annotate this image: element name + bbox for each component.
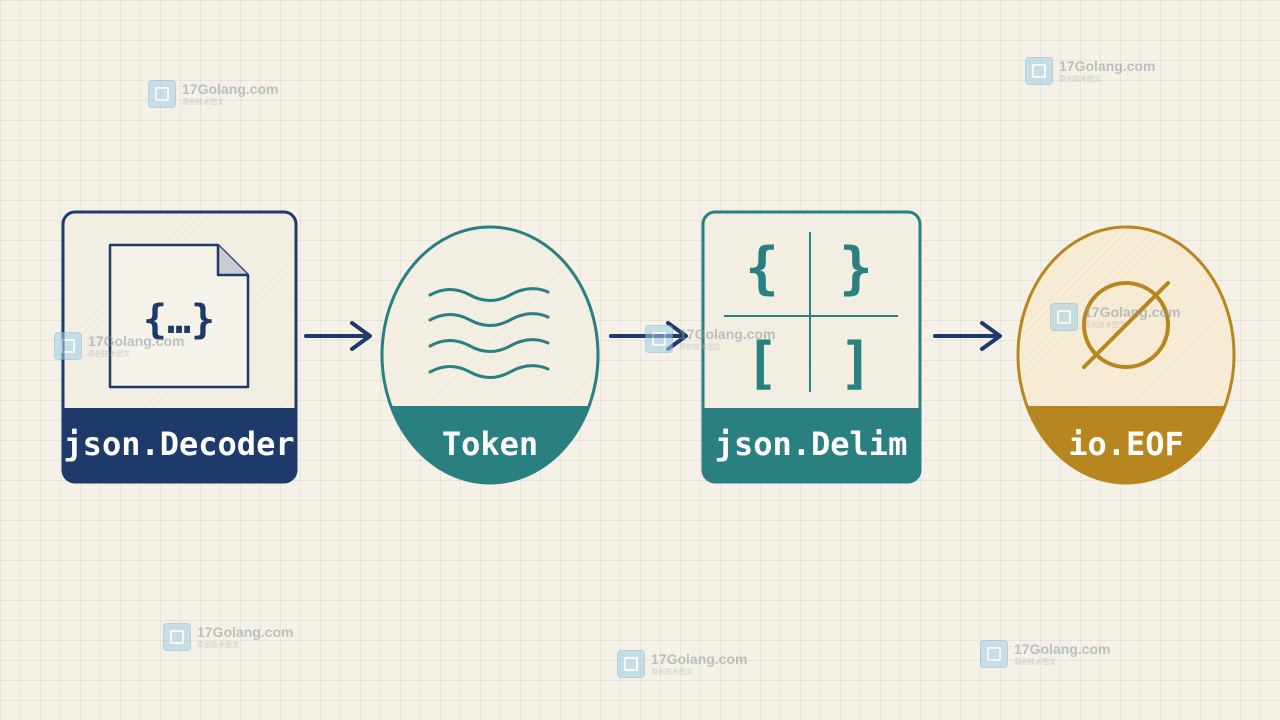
watermark-title: 17Golang.com [182,81,279,97]
watermark-subtitle: 原创技术图文 [88,350,130,358]
delim-glyph-close-bracket: ] [839,331,873,396]
node-border-delim [701,210,922,484]
watermark-subtitle: 原创技术图文 [182,98,224,106]
delim-glyph-close-brace: } [839,236,873,301]
watermark-title: 17Golang.com [1059,58,1156,74]
node-border-eof [1016,225,1236,485]
node-label-token: Token [442,425,538,463]
delim-glyph-open-brace: { [745,236,779,301]
node-border-token [380,225,600,485]
watermark-logo-icon [163,623,191,651]
json-document-icon: {…} [108,243,250,389]
watermark-title: 17Golang.com [1084,304,1181,320]
watermark-logo-icon [617,650,645,678]
empty-set-icon [1082,281,1170,369]
node-label-delim: json.Delim [715,425,908,463]
stream-waves-icon [428,287,550,379]
watermark-subtitle: 原创技术图文 [1084,321,1126,329]
node-token: Token [380,225,600,485]
node-json-decoder: {…} json.Decoder [61,210,298,484]
watermark-title: 17Golang.com [679,326,776,342]
watermark-subtitle: 原创技术图文 [651,668,693,676]
node-label-decoder: json.Decoder [63,425,294,463]
node-label-eof: io.EOF [1068,425,1184,463]
node-fill-decoder [63,408,296,482]
json-object-glyph: {…} [143,297,215,343]
watermark-subtitle: 原创技术图文 [679,343,721,351]
watermark-title: 17Golang.com [88,333,185,349]
watermark-logo-icon [148,80,176,108]
watermark-subtitle: 原创技术图文 [1059,75,1101,83]
watermark-logo-icon [1050,303,1078,331]
watermark-title: 17Golang.com [651,651,748,667]
arrow-decoder-to-token [304,321,372,351]
watermark-subtitle: 原创技术图文 [197,641,239,649]
delim-glyph-open-bracket: [ [745,331,779,396]
node-fill-delim [703,408,920,482]
node-json-delim: { } [ ] json.Delim [701,210,922,484]
watermark-logo-icon [645,325,673,353]
arrow-delim-to-eof [933,321,1002,351]
watermark-logo-icon [1025,57,1053,85]
watermark-subtitle: 原创技术图文 [1014,658,1056,666]
watermark-title: 17Golang.com [197,624,294,640]
watermark-logo-icon [980,640,1008,668]
watermark-title: 17Golang.com [1014,641,1111,657]
delimiter-grid-icon: { } [ ] [724,232,898,396]
watermark-logo-icon [54,332,82,360]
node-io-eof: io.EOF [1016,225,1236,485]
